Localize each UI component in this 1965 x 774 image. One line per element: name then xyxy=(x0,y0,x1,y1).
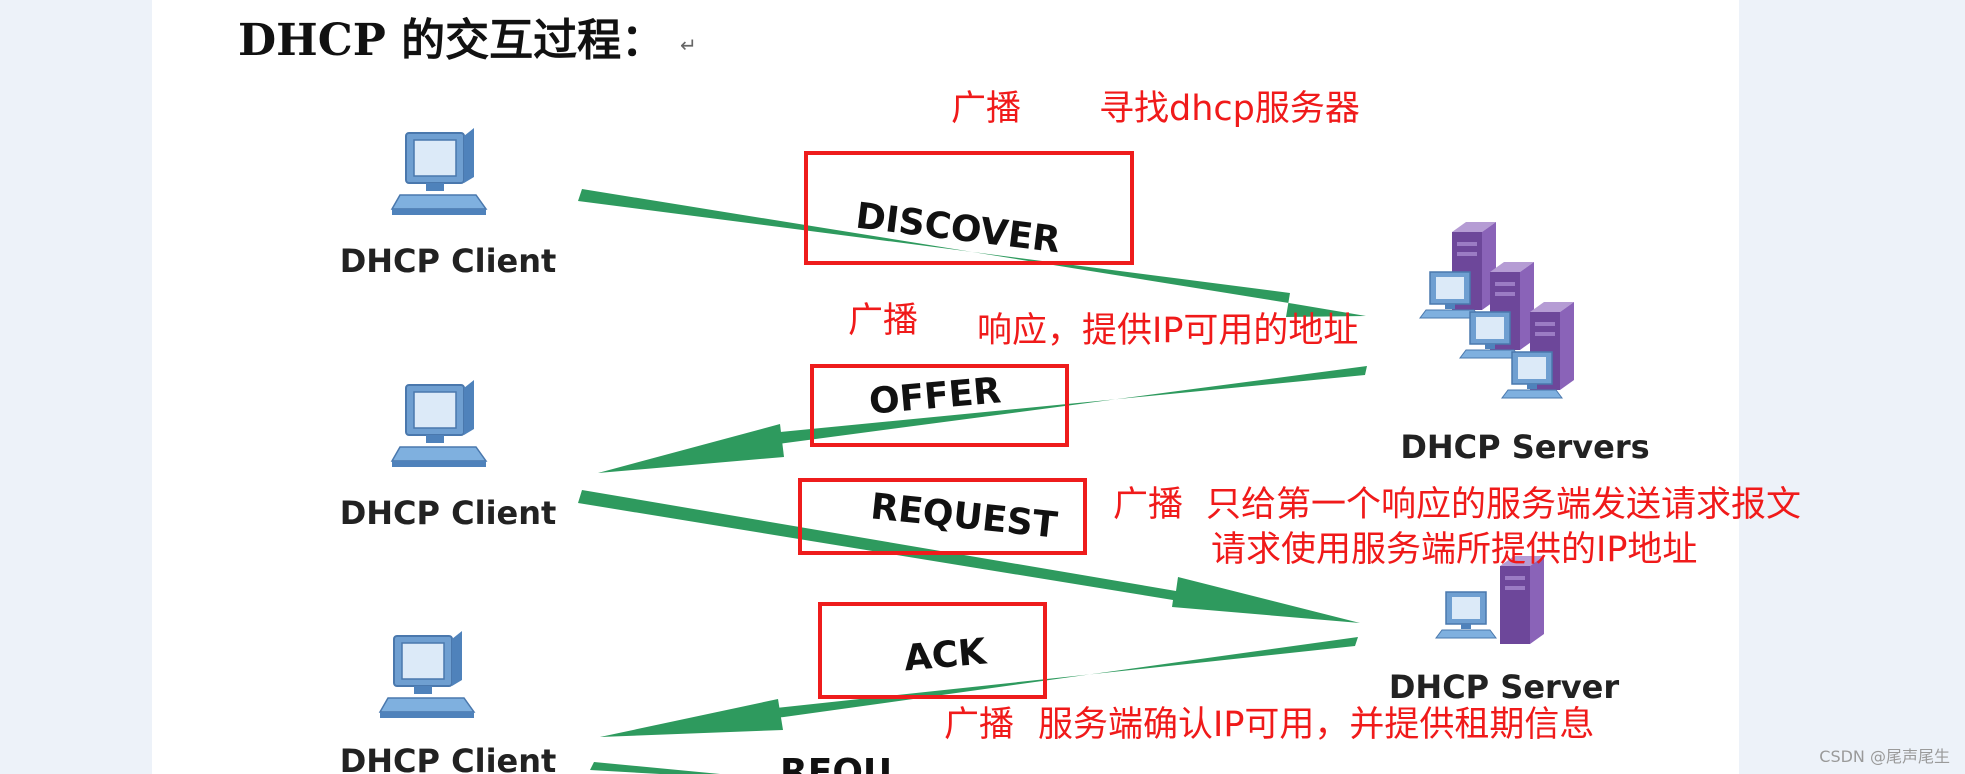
request-broadcast-note: 广播 xyxy=(1113,485,1183,525)
request-arrow xyxy=(578,490,1360,623)
client-label-3: DHCP Client xyxy=(340,742,557,774)
ack-broadcast-note: 广播 xyxy=(944,705,1014,745)
servers-label: DHCP Servers xyxy=(1400,428,1649,466)
discover-broadcast-note: 广播 xyxy=(951,89,1021,129)
diagram-title: DHCP 的交互过程： xyxy=(238,15,665,66)
ack-purpose-note: 服务端确认IP可用，并提供租期信息 xyxy=(1038,705,1594,745)
client-computer-icon-3 xyxy=(379,630,475,719)
discover-arrow xyxy=(578,189,1366,317)
ack-arrow-head xyxy=(600,699,783,737)
return-mark: ↵ xyxy=(680,33,697,57)
ack-arrow xyxy=(600,637,1358,737)
server-label: DHCP Server xyxy=(1389,668,1620,706)
request-highlight-box xyxy=(798,478,1087,555)
ack-highlight-box xyxy=(818,602,1047,699)
discover-highlight-box xyxy=(804,151,1134,265)
ack-message-label: ACK xyxy=(902,631,989,679)
client-computer-icon-2 xyxy=(391,379,487,468)
offer-arrow xyxy=(598,366,1367,473)
client-label-1: DHCP Client xyxy=(340,242,557,280)
next-request-arrow xyxy=(590,762,720,774)
offer-broadcast-note: 广播 xyxy=(848,301,918,341)
next-request-message-label: REQU xyxy=(780,752,892,774)
offer-arrow-head xyxy=(598,424,784,473)
csdn-watermark: CSDN @尾声尾生 xyxy=(1819,747,1950,766)
servers-cluster-icon xyxy=(1419,222,1574,399)
client-label-2: DHCP Client xyxy=(340,494,557,532)
discover-message-label: DISCOVER xyxy=(853,196,1062,262)
request-message-label: REQUEST xyxy=(869,486,1060,546)
request-purpose-note-1: 只给第一个响应的服务端发送请求报文 xyxy=(1206,485,1801,525)
client-computer-icon-1 xyxy=(391,127,487,216)
request-purpose-note-2: 请求使用服务端所提供的IP地址 xyxy=(1211,530,1697,570)
offer-highlight-box xyxy=(810,364,1069,447)
discover-purpose-note: 寻找dhcp服务器 xyxy=(1099,89,1360,129)
offer-purpose-note: 响应，提供IP可用的地址 xyxy=(977,311,1358,351)
